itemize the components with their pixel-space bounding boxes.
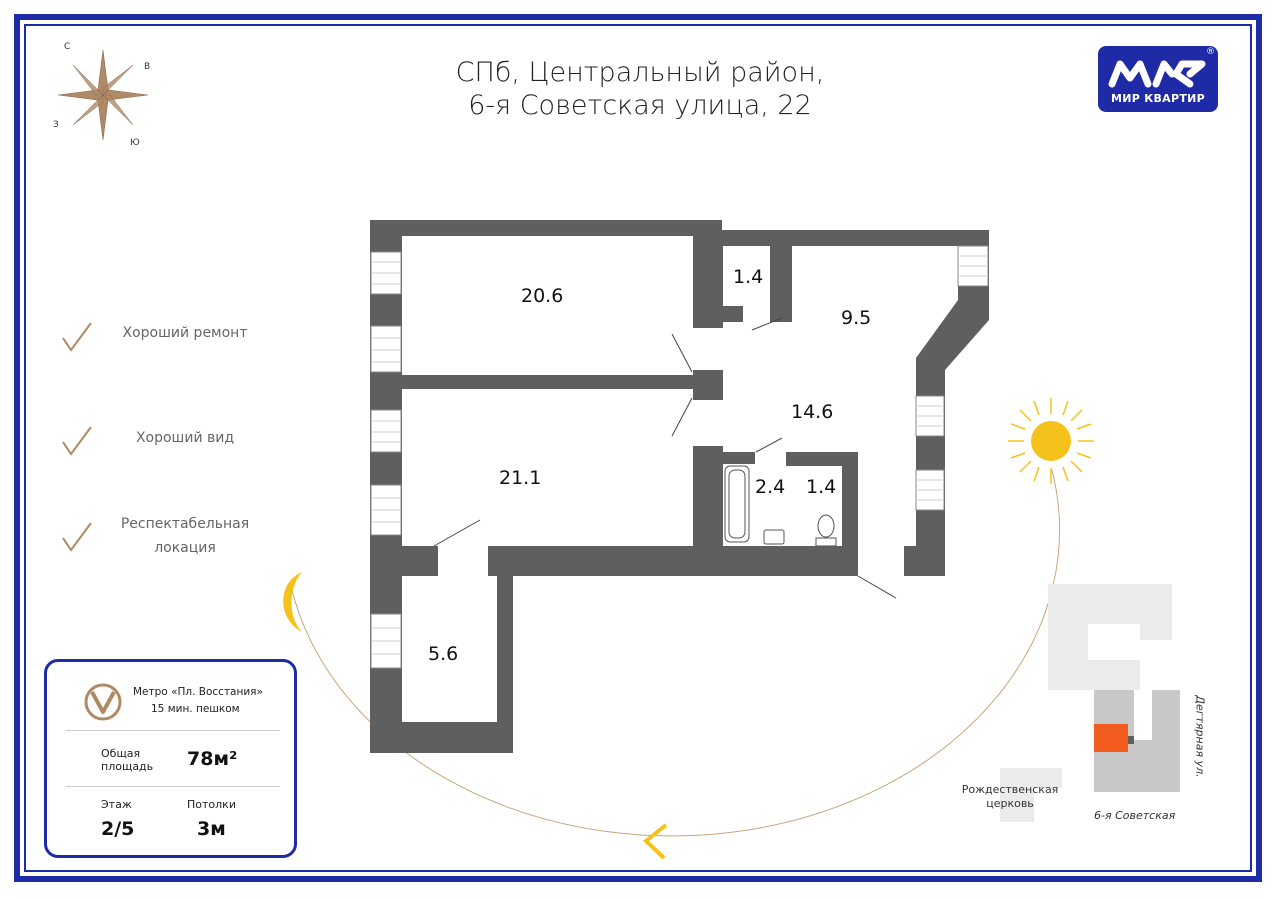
compass-south-label: Ю [130, 138, 140, 148]
target-building [1094, 690, 1180, 792]
compass-east-label: В [144, 62, 151, 72]
direction-arrow-icon [642, 823, 668, 860]
compass-north-label: С [64, 42, 71, 52]
building-entrance [1128, 736, 1134, 744]
area-label-line-2: площадь [101, 760, 154, 773]
page-title: СПб, Центральный район, 6-я Советская ул… [360, 56, 920, 122]
room-area-label: 1.4 [806, 476, 837, 498]
metro-info: Метро «Пл. Восстания» 15 мин. пешком [133, 684, 299, 718]
street-label-bottom: 6-я Советская [1094, 809, 1176, 822]
check-icon [62, 426, 92, 456]
metro-station: Метро «Пл. Восстания» [133, 686, 263, 698]
area-value: 78м² [187, 748, 238, 770]
street-label-vertical: Дегтярная ул. [1193, 695, 1207, 778]
brand-name: МИР КВАРТИР [1110, 92, 1206, 105]
neighbor-buildings [1000, 584, 1172, 822]
brand-registered-mark: ® [1206, 47, 1215, 57]
room-area-label: 14.6 [791, 401, 834, 423]
room-area-label: 21.1 [499, 467, 542, 489]
sun-icon [1008, 398, 1094, 484]
compass-west-label: З [53, 120, 59, 130]
card-divider [65, 786, 280, 787]
room-area-label: 1.4 [733, 266, 764, 288]
room-area-label: 5.6 [428, 643, 459, 665]
feature-text: Хороший ремонт [122, 325, 248, 341]
inner-frame [24, 24, 1252, 872]
door-lines [433, 317, 897, 599]
outer-frame [14, 14, 1262, 882]
church-label-line-2: церковь [986, 797, 1034, 810]
church-label-line-1: Рождественская [961, 783, 1059, 796]
bathroom-fixtures [724, 465, 837, 547]
moon-icon [283, 572, 302, 632]
title-line-1: СПб, Центральный район, [455, 57, 825, 88]
metro-walk-time: 15 мин. пешком [151, 703, 240, 715]
brand-mark-icon [1108, 60, 1206, 88]
check-icon [62, 522, 92, 552]
check-icon [62, 322, 92, 352]
title-line-2: 6-я Советская улица, 22 [468, 90, 812, 121]
metro-logo-icon [84, 683, 122, 721]
window-panes [371, 255, 988, 655]
card-divider [65, 730, 280, 731]
floor-value: 2/5 [101, 818, 135, 840]
feature-text: Хороший вид [135, 430, 235, 446]
room-area-label: 20.6 [521, 285, 564, 307]
brand-logo[interactable]: МИР КВАРТИР ® [1098, 46, 1218, 112]
feature-text: Респектабельная локация [120, 516, 250, 556]
room-area-label: 9.5 [841, 307, 872, 329]
compass-icon [57, 49, 149, 141]
area-label-line-1: Общая [101, 747, 141, 760]
info-card: Метро «Пл. Восстания» 15 мин. пешком Общ… [44, 659, 297, 858]
apartment-highlight [1094, 724, 1128, 752]
floor-label: Этаж [101, 798, 132, 811]
room-area-label: 2.4 [755, 476, 786, 498]
church-label: Рождественская церковь [958, 783, 1062, 811]
ceiling-value: 3м [197, 818, 226, 840]
ceiling-label: Потолки [187, 798, 236, 811]
area-label: Общая площадь [101, 747, 153, 773]
